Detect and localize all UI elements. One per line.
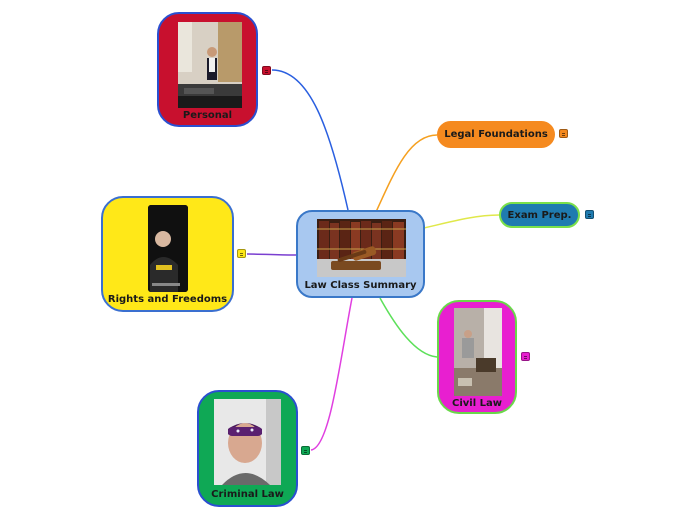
topic-criminal-law[interactable]: Criminal Law: [197, 390, 298, 507]
classroom-image: [178, 22, 242, 108]
topic-civil-law-label: Civil Law: [452, 398, 502, 409]
link-rights: [246, 253, 297, 256]
room-image: [454, 308, 502, 396]
link-personal: [271, 69, 349, 211]
topic-legal-foundations[interactable]: Legal Foundations: [437, 121, 555, 148]
bandana-selfie-image: [214, 399, 281, 485]
note-icon[interactable]: [301, 446, 310, 455]
note-icon[interactable]: [585, 210, 594, 219]
topic-exam-prep-label: Exam Prep.: [507, 209, 572, 221]
topic-legal-foundations-label: Legal Foundations: [444, 129, 548, 140]
link-legal: [375, 134, 438, 213]
link-criminal: [310, 297, 353, 451]
topic-personal-label: Personal: [182, 110, 233, 121]
note-icon[interactable]: [237, 249, 246, 258]
gavel-books-image: [317, 219, 406, 277]
note-icon[interactable]: [521, 352, 530, 361]
topic-rights-and-freedoms[interactable]: Rights and Freedoms: [101, 196, 234, 312]
note-icon[interactable]: [559, 129, 568, 138]
topic-rights-label: Rights and Freedoms: [107, 294, 228, 305]
topic-personal[interactable]: Personal: [157, 12, 258, 127]
topic-civil-law[interactable]: Civil Law: [437, 300, 517, 414]
link-civil: [379, 297, 438, 358]
link-exam: [423, 214, 500, 229]
topic-criminal-law-label: Criminal Law: [211, 489, 284, 500]
note-icon[interactable]: [262, 66, 271, 75]
central-topic-law-class-summary[interactable]: Law Class Summary: [296, 210, 425, 298]
selfie-video-image: [148, 205, 188, 292]
topic-exam-prep[interactable]: Exam Prep.: [499, 202, 580, 228]
central-topic-label: Law Class Summary: [304, 280, 417, 291]
